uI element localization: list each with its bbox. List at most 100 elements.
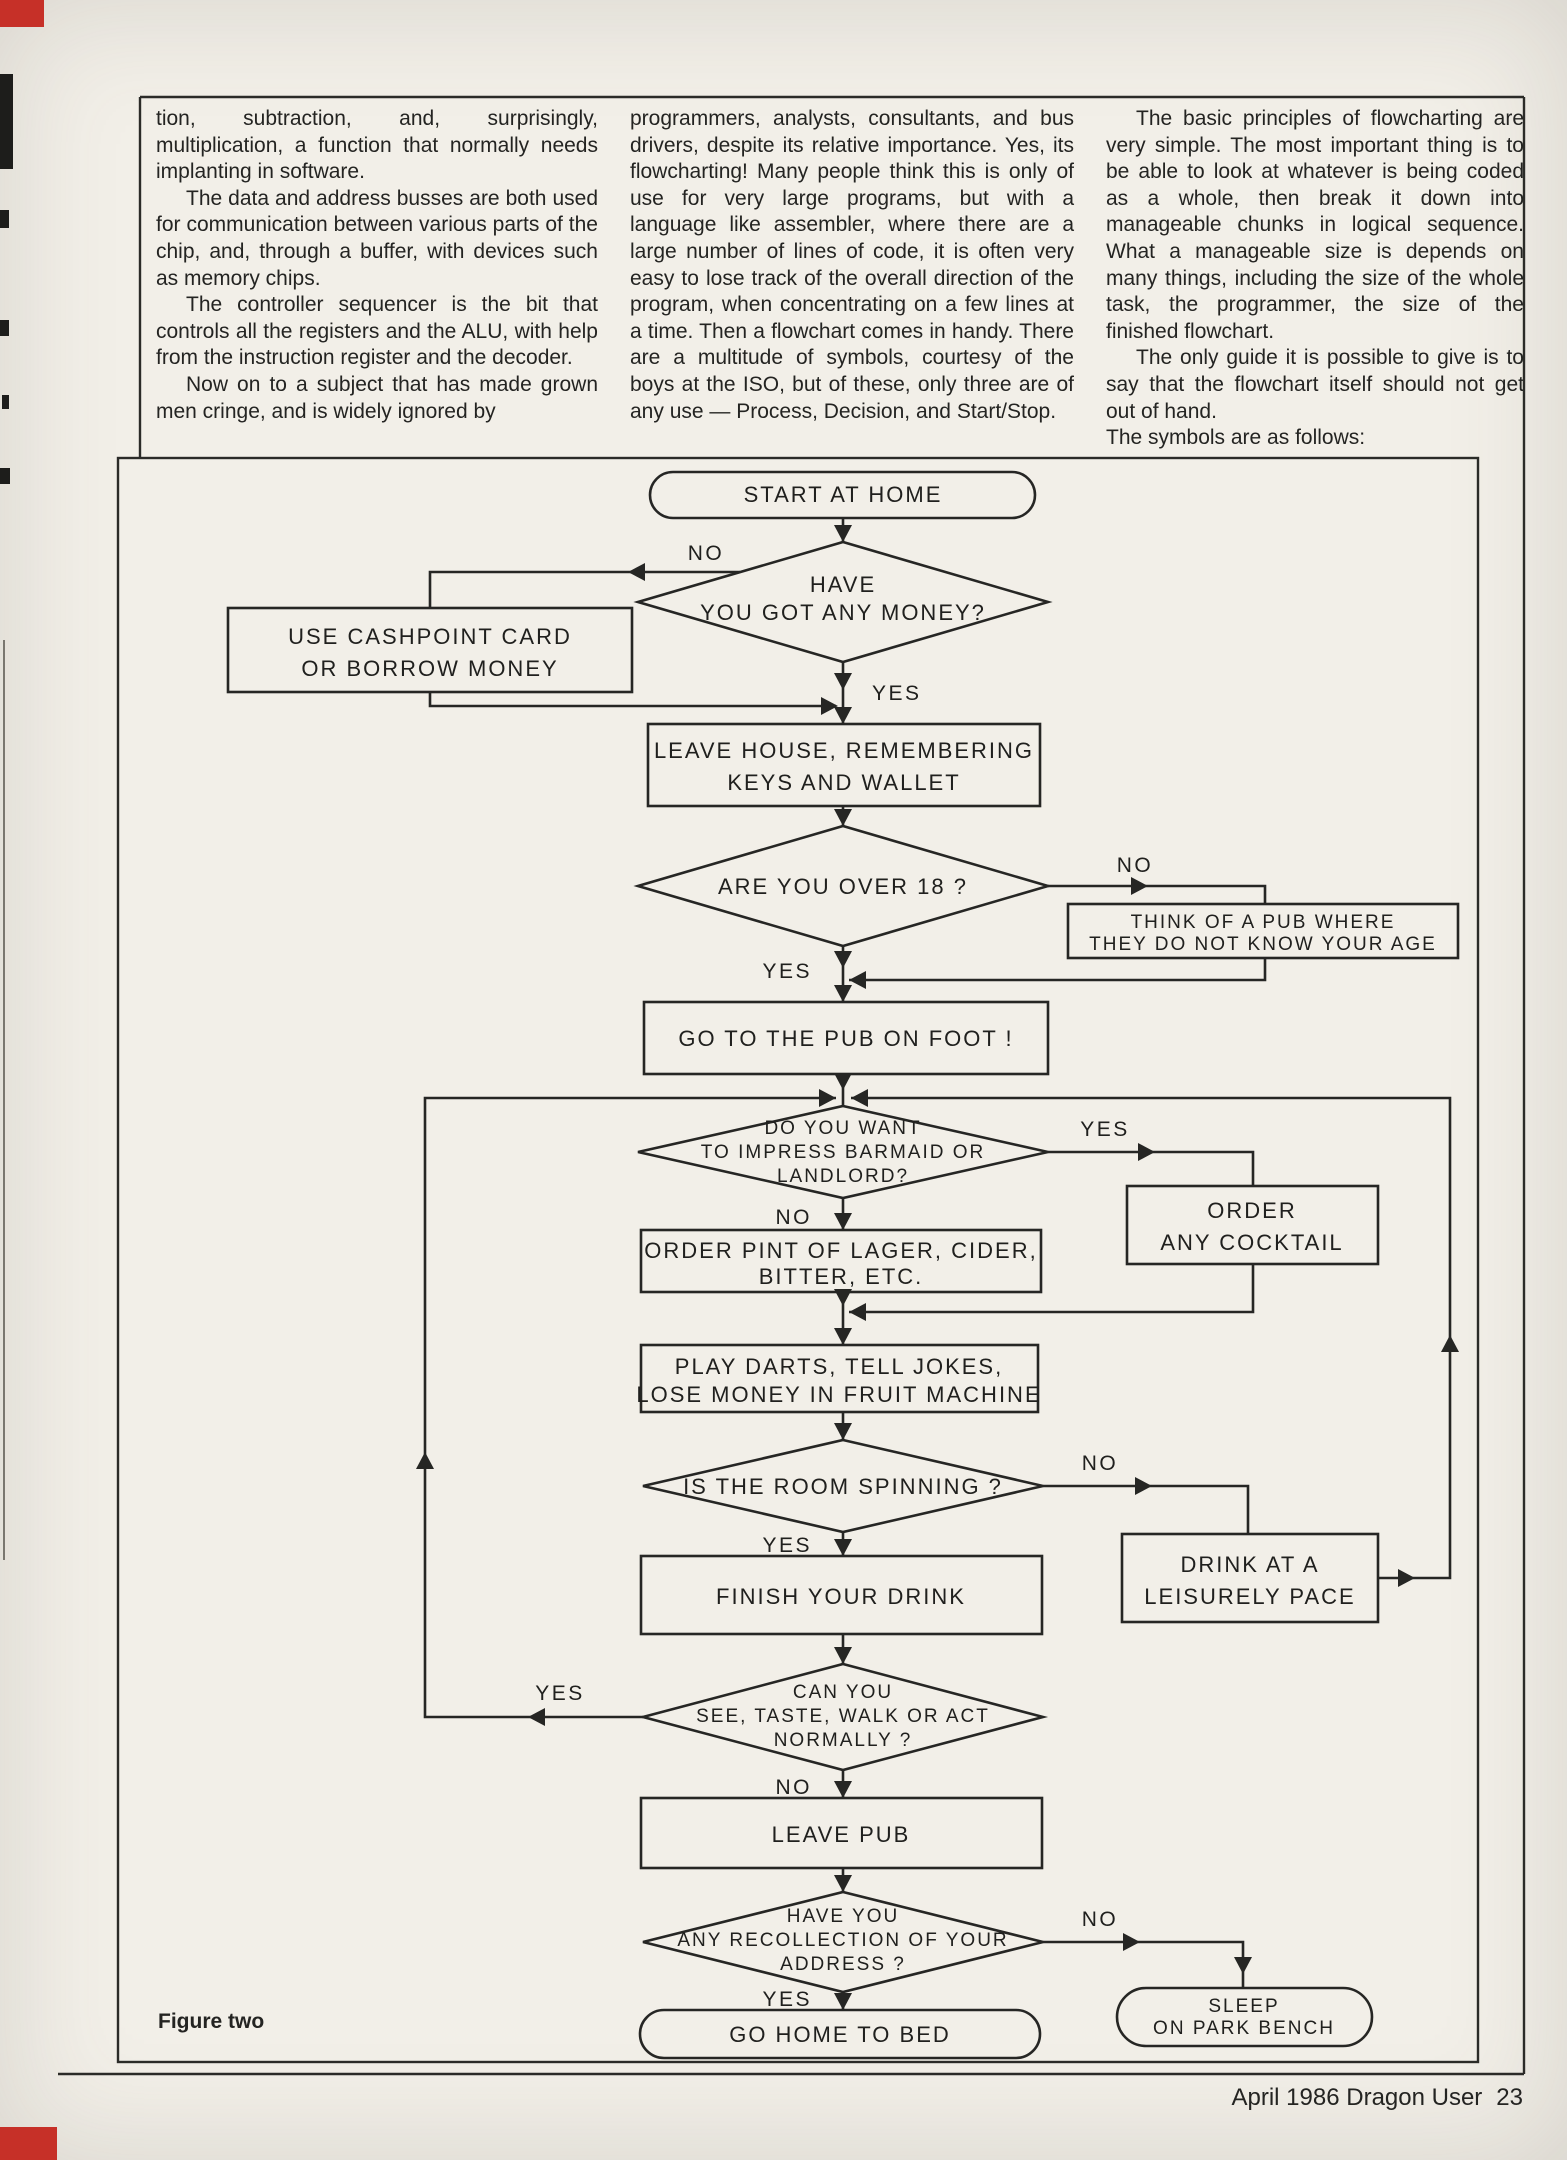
node-drink-leisurely: DRINK AT A LEISURELY PACE — [1120, 1532, 1380, 1624]
node-go-home-to-bed: GO HOME TO BED — [638, 2008, 1042, 2060]
scan-ink-mark — [0, 210, 9, 228]
arrow-left-icon — [851, 1089, 868, 1107]
arrow-right-icon — [1398, 1569, 1415, 1587]
edge-label-no: NO — [776, 1776, 813, 1799]
node-sleep-on-park-bench: SLEEP ON PARK BENCH — [1115, 1986, 1374, 2048]
edge-label-yes: YES — [762, 1534, 812, 1557]
connector-impress-yes — [1048, 1150, 1255, 1186]
scan-red-mark-bottom — [0, 2127, 57, 2160]
node-label: LOSE MONEY IN FRUIT MACHINE — [636, 1382, 1041, 1407]
arrow-right-icon — [1131, 877, 1148, 895]
article-paragraph: The only guide it is possible to give is… — [1106, 346, 1524, 423]
node-label: FINISH YOUR DRINK — [716, 1584, 966, 1609]
arrow-left-icon — [628, 563, 645, 581]
node-label: ARE YOU OVER 18 ? — [718, 874, 968, 899]
node-recollection-of-address: HAVE YOU ANY RECOLLECTION OF YOUR ADDRES… — [642, 1890, 1044, 1994]
arrow-left-icon — [849, 971, 866, 989]
article-paragraph: tion, subtraction, and, surprisingly, mu… — [156, 107, 598, 184]
arrow-up-icon — [1441, 1335, 1459, 1352]
node-label: HAVE YOU — [787, 1906, 899, 1927]
arrow-right-icon — [819, 1089, 836, 1107]
node-label: LEAVE PUB — [772, 1822, 911, 1847]
node-label: OR BORROW MONEY — [301, 656, 558, 681]
figure-caption: Figure two — [158, 2010, 265, 2033]
edge-label-yes: YES — [762, 1988, 812, 2011]
node-label: ADDRESS ? — [780, 1954, 906, 1975]
scan-ink-mark — [0, 468, 10, 484]
node-order-any-cocktail: ORDER ANY COCKTAIL — [1125, 1184, 1380, 1266]
node-label: LEISURELY PACE — [1144, 1584, 1355, 1609]
connector-thinkpub-return — [849, 958, 1267, 982]
node-label: SLEEP — [1208, 1996, 1279, 2017]
article-paragraph: The data and address busses are both use… — [156, 186, 598, 290]
arrow-left-icon — [528, 1708, 545, 1726]
article-column-3: The basic principles of flowcharting are… — [1106, 106, 1524, 452]
arrow-down-icon — [834, 1213, 852, 1230]
node-label: BITTER, ETC. — [759, 1264, 924, 1289]
node-label: SEE, TASTE, WALK OR ACT — [696, 1706, 990, 1727]
edge-label-no: NO — [1082, 1908, 1119, 1931]
arrow-right-icon — [1138, 1143, 1155, 1161]
arrow-right-icon — [821, 697, 838, 715]
node-label: IS THE ROOM SPINNING ? — [683, 1474, 1003, 1499]
node-have-you-got-any-money: HAVE YOU GOT ANY MONEY? — [633, 540, 1053, 664]
node-play-darts: PLAY DARTS, TELL JOKES, LOSE MONEY IN FR… — [636, 1343, 1041, 1414]
arrow-down-icon — [834, 985, 852, 1002]
arrow-down-icon — [834, 809, 852, 826]
node-impress-barmaid: DO YOU WANT TO IMPRESS BARMAID OR LANDLO… — [637, 1104, 1049, 1200]
node-label: NORMALLY ? — [774, 1730, 913, 1751]
arrow-down-icon — [834, 1328, 852, 1345]
node-think-of-a-pub: THINK OF A PUB WHERE THEY DO NOT KNOW YO… — [1066, 902, 1460, 960]
arrow-down-icon — [834, 1073, 852, 1090]
node-label: GO TO THE PUB ON FOOT ! — [678, 1026, 1013, 1051]
connector-over18-no — [1048, 884, 1267, 904]
arrow-down-icon — [834, 1423, 852, 1440]
edge-label-no: NO — [688, 542, 725, 565]
node-finish-your-drink: FINISH YOUR DRINK — [639, 1554, 1044, 1636]
node-label: DO YOU WANT — [764, 1118, 921, 1139]
connector-cocktail-return — [849, 1264, 1255, 1314]
footer-magazine-title: April 1986 Dragon User — [1231, 2084, 1483, 2111]
connector-spinning-no — [1043, 1484, 1250, 1534]
connector-recollection-no — [1043, 1940, 1245, 1988]
node-label: START AT HOME — [744, 482, 943, 507]
article-paragraph: The symbols are as follows: — [1106, 426, 1366, 450]
arrow-right-icon — [1123, 1933, 1140, 1951]
article-column-2: programmers, analysts, consultants, and … — [630, 106, 1074, 425]
article-paragraph: The basic principles of flowcharting are… — [1106, 107, 1524, 343]
scan-red-mark-top — [0, 0, 44, 27]
node-label: DRINK AT A — [1180, 1552, 1319, 1577]
node-label: LANDLORD? — [777, 1166, 909, 1187]
arrow-down-icon — [834, 951, 852, 968]
edge-label-no: NO — [1082, 1452, 1119, 1475]
node-label: TO IMPRESS BARMAID OR — [701, 1142, 985, 1163]
scan-ink-mark — [0, 320, 9, 336]
node-label: ON PARK BENCH — [1153, 2018, 1335, 2039]
edge-label-yes: YES — [1080, 1118, 1130, 1141]
node-label: KEYS AND WALLET — [727, 770, 960, 795]
node-label: ANY COCKTAIL — [1160, 1230, 1343, 1255]
arrow-down-icon — [834, 1993, 852, 2010]
arrow-right-icon — [1135, 1477, 1152, 1495]
node-label: ORDER — [1207, 1198, 1296, 1223]
arrow-down-icon — [834, 707, 852, 724]
article-paragraph: programmers, analysts, consultants, and … — [630, 107, 1074, 423]
node-label: HAVE — [810, 572, 876, 597]
edge-label-yes: YES — [535, 1682, 585, 1705]
edge-label-no: NO — [1117, 854, 1154, 877]
footer-page-number: 23 — [1496, 2084, 1523, 2111]
node-leave-pub: LEAVE PUB — [639, 1796, 1044, 1870]
article-paragraph: Now on to a subject that has made grown … — [156, 372, 598, 423]
node-use-cashpoint-card: USE CASHPOINT CARD OR BORROW MONEY — [226, 606, 634, 694]
edge-label-yes: YES — [872, 682, 922, 705]
arrow-down-icon — [834, 1539, 852, 1556]
node-room-spinning: IS THE ROOM SPINNING ? — [642, 1438, 1044, 1534]
edge-label-yes: YES — [762, 960, 812, 983]
figure-frame — [116, 456, 1480, 2064]
node-label: CAN YOU — [793, 1682, 893, 1703]
arrow-down-icon — [834, 1289, 852, 1306]
node-can-you-act-normally: CAN YOU SEE, TASTE, WALK OR ACT NORMALLY… — [637, 1662, 1049, 1772]
scan-ink-mark — [2, 395, 9, 409]
